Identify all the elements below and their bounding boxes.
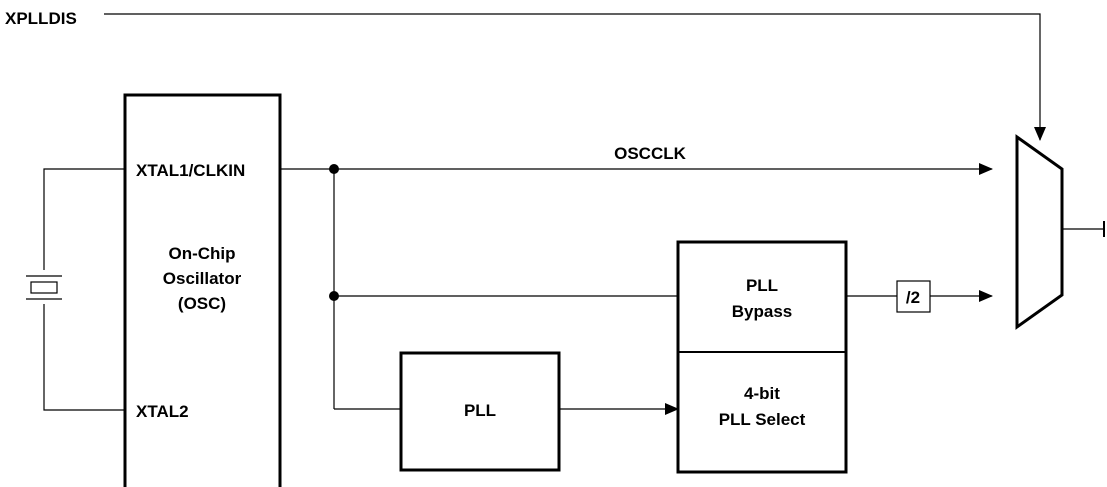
crystal-wire-bottom <box>43 304 125 411</box>
pll-bypass-label-line1: PLL <box>746 276 778 295</box>
oscclk-label: OSCCLK <box>614 144 687 163</box>
xplldis-label: XPLLDIS <box>5 9 77 28</box>
oscillator-box <box>123 93 282 487</box>
divider-label: /2 <box>906 288 920 307</box>
pll-label: PLL <box>464 401 496 420</box>
oscillator-label-line3: (OSC) <box>178 294 226 313</box>
pll-select-label-line2: PLL Select <box>719 410 806 429</box>
xplldis-wire <box>104 13 1046 141</box>
clock-mux <box>1015 134 1064 330</box>
pll-box <box>399 351 561 472</box>
junction-dot-oscclk <box>329 164 339 174</box>
oscillator-label-line1: On-Chip <box>168 244 235 263</box>
pin-xtal1-label: XTAL1/CLKIN <box>136 161 245 180</box>
crystal-icon <box>26 275 62 300</box>
pll-select-label-line1: 4-bit <box>744 384 780 403</box>
pin-xtal2-label: XTAL2 <box>136 402 189 421</box>
oscillator-label-line2: Oscillator <box>163 269 242 288</box>
pll-bypass-label-line2: Bypass <box>732 302 792 321</box>
pll-bypass-select-box <box>676 240 848 474</box>
crystal-wire-top <box>43 168 125 270</box>
